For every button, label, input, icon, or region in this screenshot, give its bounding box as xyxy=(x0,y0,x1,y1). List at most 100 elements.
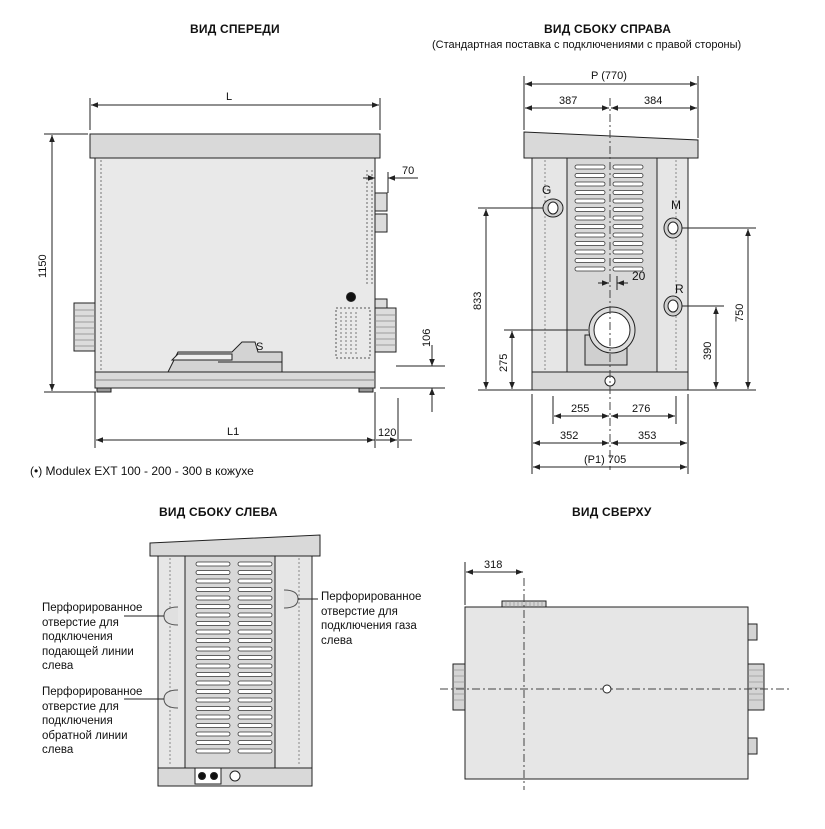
louvre-slot xyxy=(237,689,273,694)
louvre-slot xyxy=(612,232,644,238)
louvre-slot xyxy=(195,561,231,567)
dim-106: 106 xyxy=(421,329,433,347)
front-right-stub xyxy=(374,307,397,353)
note-marker: (•) xyxy=(30,464,43,478)
louvre-slot xyxy=(237,638,273,643)
louvre-slot xyxy=(612,164,644,170)
top-left-stub xyxy=(452,663,466,711)
callout-gas-line: слева xyxy=(321,634,353,647)
louvre-slot xyxy=(237,604,273,609)
dim-20: 20 xyxy=(632,269,646,283)
left-lid xyxy=(149,534,321,557)
louvre-slot xyxy=(574,164,606,170)
dim-276: 276 xyxy=(632,403,650,415)
model-note: (•) Modulex EXT 100 - 200 - 300 в кожухе xyxy=(30,464,254,478)
louvre-slot xyxy=(195,723,231,728)
louvre-slot xyxy=(612,224,644,229)
louvre-slot xyxy=(195,663,231,669)
louvre-slot xyxy=(237,714,273,720)
callout-return-line: слева xyxy=(42,744,74,756)
louvre-slot xyxy=(237,646,273,652)
bullet-marker xyxy=(346,292,356,302)
louvre-slot xyxy=(195,680,231,686)
louvre-slot xyxy=(237,629,273,635)
louvre-slot xyxy=(574,249,606,255)
louvre-slot xyxy=(195,740,231,745)
louvre-slot xyxy=(237,748,273,754)
right-lid xyxy=(523,131,699,159)
label-G: G xyxy=(542,183,551,197)
dim-P770: P (770) xyxy=(591,70,627,82)
dim-390: 390 xyxy=(702,342,714,360)
dim-70: 70 xyxy=(402,165,414,177)
louvre-slot xyxy=(237,740,273,745)
louvre-slot xyxy=(237,587,273,592)
louvre-slot xyxy=(195,731,231,737)
louvre-slot xyxy=(574,190,606,195)
label-M: M xyxy=(671,198,681,212)
dim-L1: L1 xyxy=(227,426,239,438)
callout-supply: Перфорированное отверстие для подключени… xyxy=(42,601,142,674)
louvre-slot xyxy=(195,587,231,592)
louvre-slot xyxy=(237,578,273,584)
dim-120: 120 xyxy=(378,427,396,439)
callout-return-line: отверстие для xyxy=(42,700,119,713)
louvre-slot xyxy=(574,224,606,229)
louvre-slot xyxy=(195,672,231,677)
top-center-hole xyxy=(602,684,612,694)
louvre-slot xyxy=(195,612,231,618)
louvre-slot xyxy=(195,595,231,601)
louvre-slot xyxy=(195,689,231,694)
louvre-slot xyxy=(237,706,273,711)
callout-return-line: обратной линии xyxy=(42,729,128,742)
dim-275: 275 xyxy=(498,354,510,372)
dim-384: 384 xyxy=(644,95,662,107)
louvre-slot xyxy=(612,181,644,187)
louvre-slot xyxy=(195,638,231,643)
callout-return-line: подключения xyxy=(42,715,113,727)
dim-P1-705: (P1) 705 xyxy=(584,454,626,466)
right-view-subtitle: (Стандартная поставка с подключениями с … xyxy=(432,39,742,51)
louvre-slot xyxy=(195,714,231,720)
louvre-slot xyxy=(237,680,273,686)
louvre-slot xyxy=(574,198,606,204)
dim-833: 833 xyxy=(472,292,484,310)
dim-1150: 1150 xyxy=(37,254,49,278)
louvre-slot xyxy=(612,190,644,195)
louvre-slot xyxy=(237,612,273,618)
louvre-slot xyxy=(195,748,231,754)
louvre-slot xyxy=(195,604,231,609)
louvre-slot xyxy=(612,198,644,204)
louvre-slot xyxy=(612,215,644,221)
top-view-title: ВИД СВЕРХУ xyxy=(572,505,652,519)
left-view-title: ВИД СБОКУ СЛЕВА xyxy=(159,505,278,519)
louvre-slot xyxy=(574,258,606,263)
dim-352: 352 xyxy=(560,430,578,442)
louvre-slot xyxy=(612,173,644,178)
label-R: R xyxy=(675,282,684,296)
louvre-slot xyxy=(195,655,231,660)
front-left-stub xyxy=(73,302,96,352)
dim-255: 255 xyxy=(571,403,589,415)
louvre-slot xyxy=(612,207,644,212)
louvre-slot xyxy=(195,646,231,652)
louvre-slot xyxy=(237,723,273,728)
right-view-title: ВИД СБОКУ СПРАВА xyxy=(544,22,672,36)
louvre-slot xyxy=(237,655,273,660)
callout-return: Перфорированное отверстие для подключени… xyxy=(42,685,142,758)
label-S: S xyxy=(256,341,263,353)
callout-supply-line: отверстие для xyxy=(42,616,119,629)
louvre-slot xyxy=(612,258,644,263)
louvre-slot xyxy=(237,570,273,575)
callout-gas: Перфорированное отверстие для подключени… xyxy=(321,590,421,648)
louvre-slot xyxy=(574,173,606,178)
dim-353: 353 xyxy=(638,430,656,442)
louvre-slot xyxy=(612,241,644,246)
front-view-title: ВИД СПЕРЕДИ xyxy=(190,22,280,36)
note-text: Modulex EXT 100 - 200 - 300 в кожухе xyxy=(45,464,254,478)
callout-supply-line: Перфорированное xyxy=(42,602,143,614)
louvre-slot xyxy=(195,706,231,711)
callout-supply-line: слева xyxy=(42,660,74,672)
